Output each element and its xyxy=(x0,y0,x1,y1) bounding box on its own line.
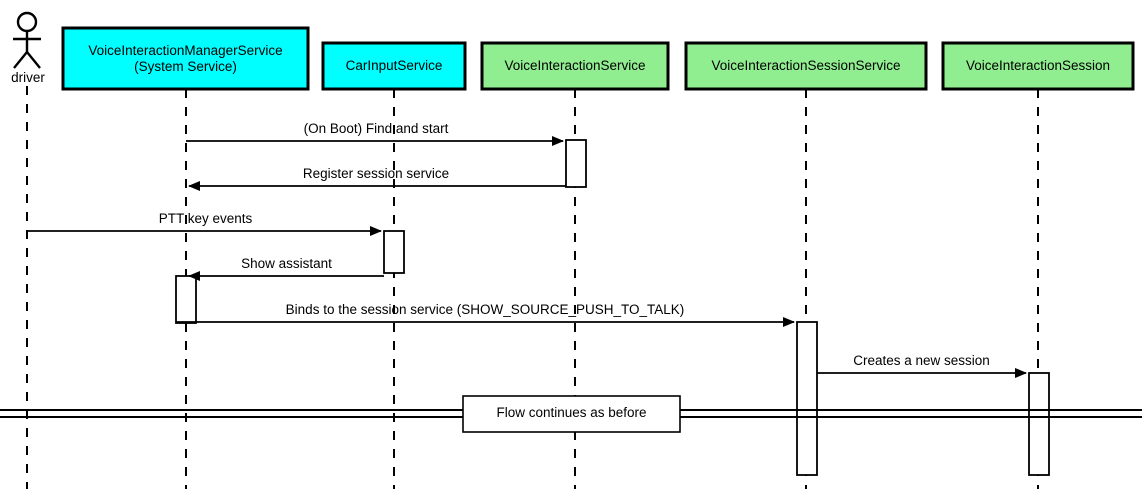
activation-bars xyxy=(175,139,1050,476)
participant-box-carinput[interactable] xyxy=(321,41,467,91)
flow-divider xyxy=(0,395,1142,433)
participant-boxes xyxy=(61,26,1135,91)
activation-bar-carinput xyxy=(383,230,405,274)
actor-label-driver: driver xyxy=(11,70,45,85)
activation-bar-vis xyxy=(565,139,587,188)
activation-bar-vims xyxy=(175,275,197,324)
activation-bar-visessionservice xyxy=(796,321,818,476)
message-arrows xyxy=(27,136,1027,378)
divider-note-box xyxy=(462,395,681,433)
activation-bar-visession xyxy=(1028,372,1050,476)
participant-box-visessionservice[interactable] xyxy=(684,41,928,91)
participant-box-vims[interactable] xyxy=(61,26,310,91)
participant-box-vis[interactable] xyxy=(480,41,670,91)
divider-note-label: Flow continues as before xyxy=(496,405,647,420)
participant-box-visession[interactable] xyxy=(941,41,1135,91)
actor-driver-icon xyxy=(13,11,41,69)
